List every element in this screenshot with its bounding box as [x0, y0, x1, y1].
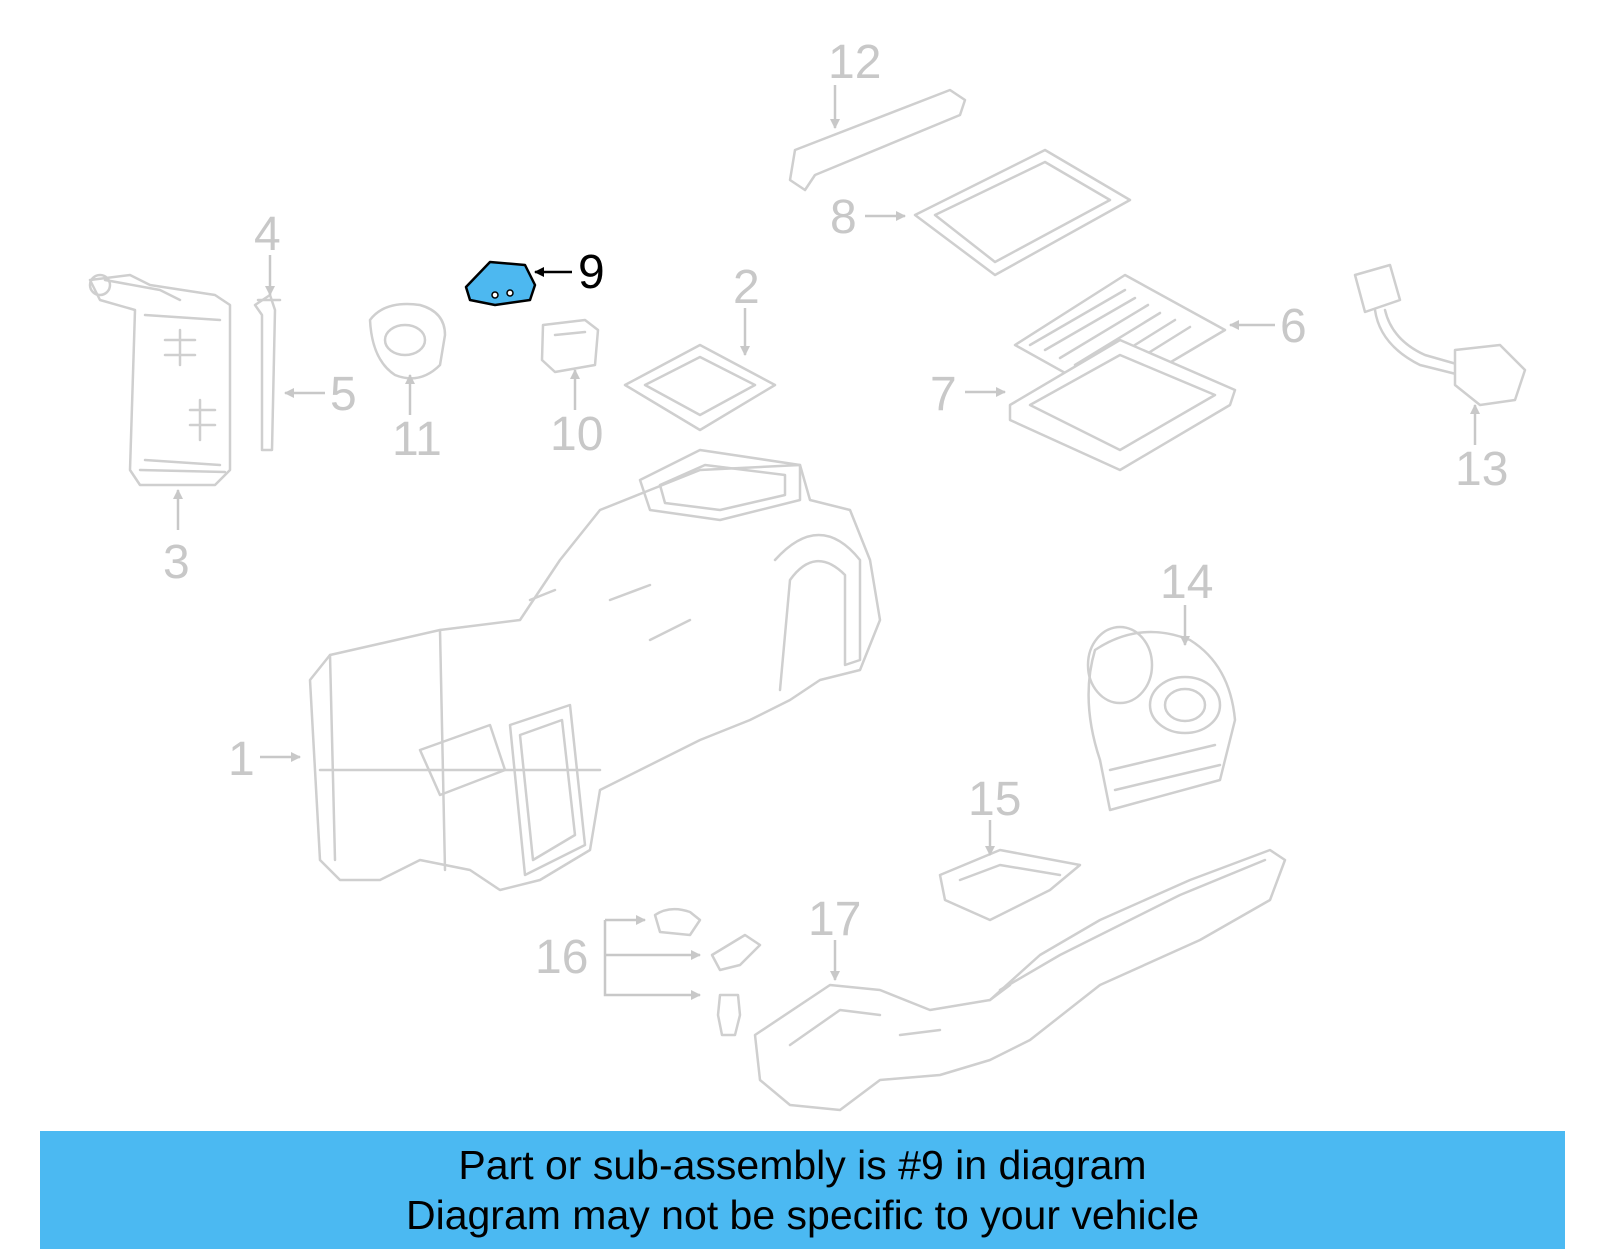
callout-14[interactable]: 14	[1160, 556, 1213, 609]
part-2-gasket	[623, 343, 777, 432]
part-9-highlighted[interactable]	[464, 260, 537, 307]
callout-4[interactable]: 4	[254, 208, 281, 261]
callout-7[interactable]: 7	[930, 368, 957, 421]
part-7-filter-housing	[1008, 338, 1237, 472]
callout-15[interactable]: 15	[968, 773, 1021, 826]
callout-5[interactable]: 5	[330, 368, 357, 421]
callout-2[interactable]: 2	[733, 261, 760, 314]
banner-line-part-number: Part or sub-assembly is #9 in diagram	[458, 1142, 1147, 1188]
part-8-filter-frame	[913, 148, 1132, 277]
callout-labels: 12 8 9 4 2 6 5 7 11 10 13 3 14 1 15 16 1…	[163, 36, 1508, 984]
info-banner: Part or sub-assembly is #9 in diagram Di…	[40, 1131, 1565, 1249]
callout-6[interactable]: 6	[1280, 300, 1307, 353]
callout-17[interactable]: 17	[808, 893, 861, 946]
callout-8[interactable]: 8	[830, 191, 857, 244]
part-13-sensor-harness	[1353, 263, 1527, 407]
callout-3[interactable]: 3	[163, 536, 190, 589]
callout-13[interactable]: 13	[1455, 443, 1508, 496]
callout-1[interactable]: 1	[228, 733, 255, 786]
part-11	[368, 302, 447, 380]
leaders	[173, 85, 1480, 1000]
part-3-heater-core	[88, 273, 232, 487]
part-16-fasteners	[653, 907, 762, 1037]
banner-line-disclaimer: Diagram may not be specific to your vehi…	[405, 1192, 1199, 1238]
callout-12[interactable]: 12	[828, 36, 881, 89]
part-4-5-seal	[253, 293, 282, 452]
part-12	[788, 88, 967, 192]
part-15	[938, 848, 1082, 922]
part-1-hvac-housing	[308, 448, 882, 892]
callout-10[interactable]: 10	[550, 408, 603, 461]
part-17-duct	[753, 848, 1287, 1112]
callout-16[interactable]: 16	[535, 931, 588, 984]
part-10	[540, 318, 600, 374]
callout-9[interactable]: 9	[578, 246, 605, 299]
part-14-blower-motor	[1086, 625, 1237, 812]
callout-11[interactable]: 11	[392, 413, 442, 466]
